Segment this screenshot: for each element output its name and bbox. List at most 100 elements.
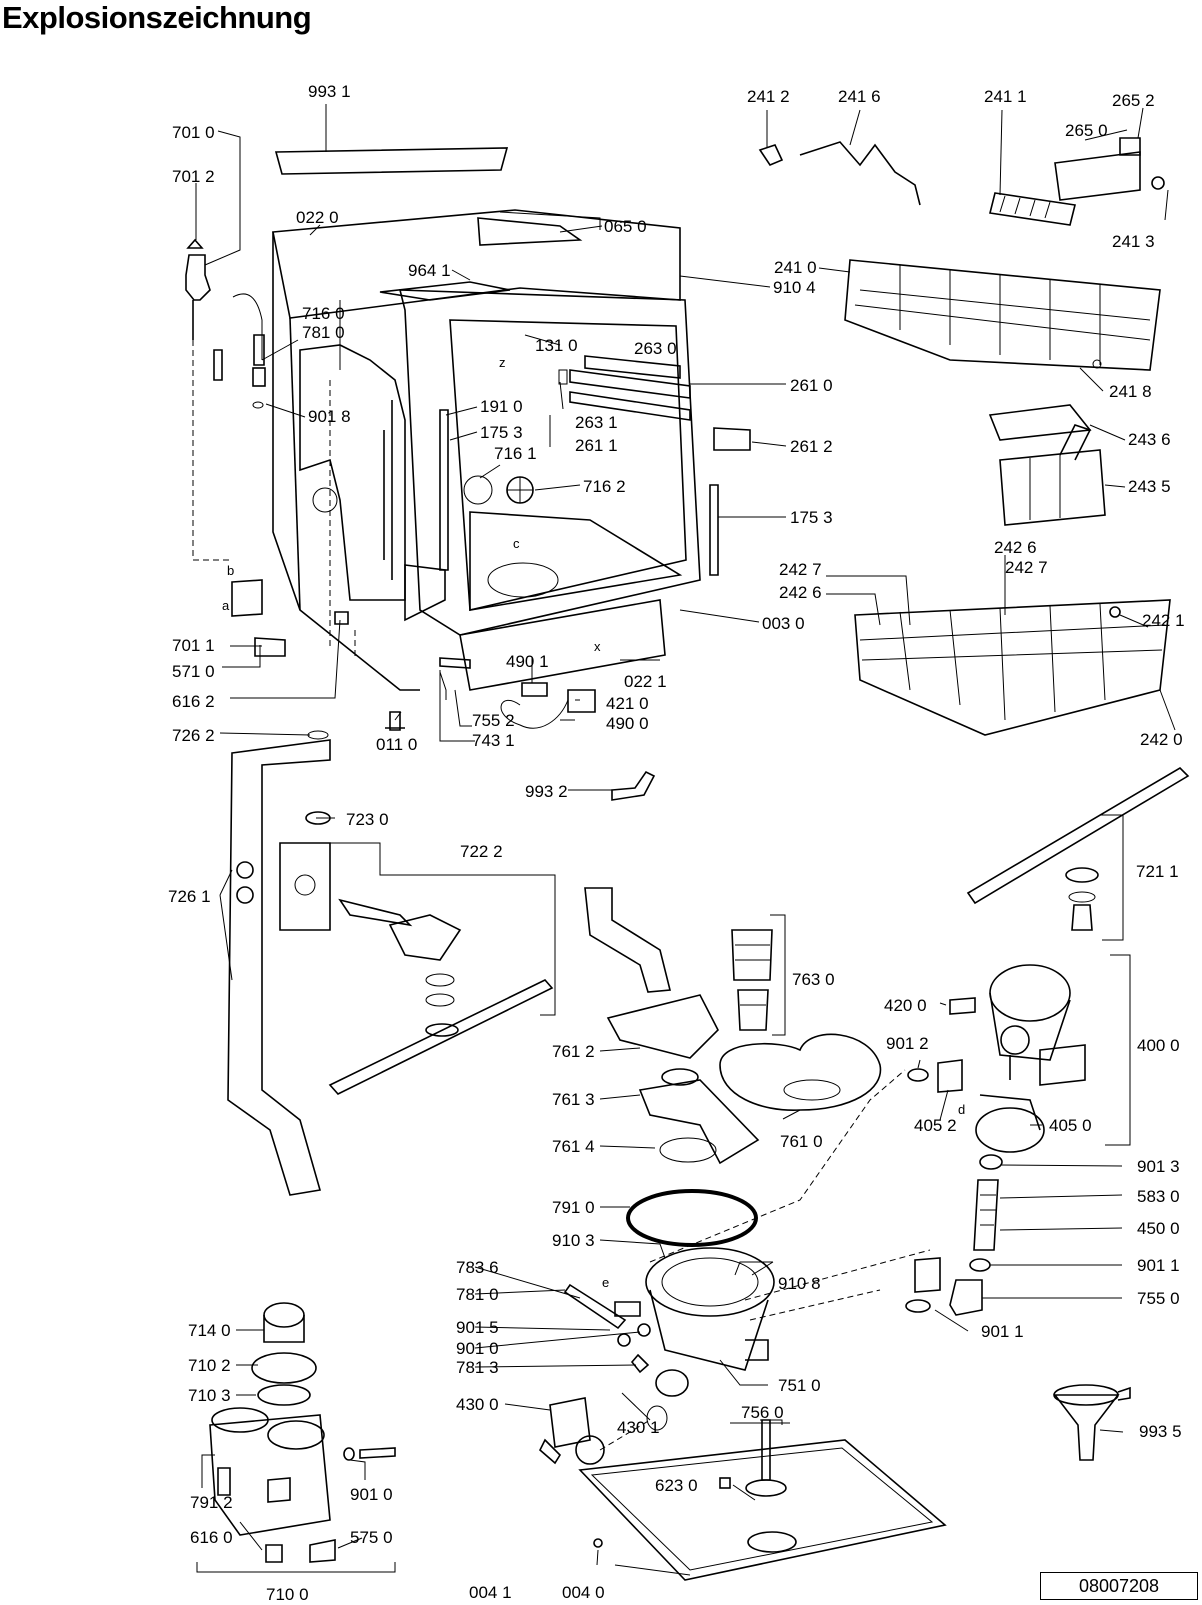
seal-ring-part xyxy=(626,1189,758,1247)
label-241-1: 241 1 xyxy=(984,87,1027,106)
label-743-1: 743 1 xyxy=(472,731,515,750)
label-993-1: 993 1 xyxy=(308,82,351,101)
label-616-2: 616 2 xyxy=(172,692,215,711)
upper-spray-arm-part xyxy=(966,766,1190,905)
label-755-2: 755 2 xyxy=(472,711,515,730)
label-430-1: 430 1 xyxy=(617,1418,660,1437)
label-242-7-left: 242 7 xyxy=(779,560,822,579)
marker-a: a xyxy=(222,598,230,613)
label-241-0: 241 0 xyxy=(774,258,817,277)
label-701-2: 701 2 xyxy=(172,167,215,186)
cutlery-cover-part xyxy=(988,404,1092,441)
label-723-0: 723 0 xyxy=(346,810,389,829)
label-242-0: 242 0 xyxy=(1140,730,1183,749)
label-751-0: 751 0 xyxy=(778,1376,821,1395)
label-721-1: 721 1 xyxy=(1136,862,1179,881)
label-175-3-right: 175 3 xyxy=(790,508,833,527)
label-450-0: 450 0 xyxy=(1137,1219,1180,1238)
label-993-2: 993 2 xyxy=(525,782,568,801)
label-910-4: 910 4 xyxy=(773,278,816,297)
label-616-0: 616 0 xyxy=(190,1528,233,1547)
hose-fitting-part xyxy=(185,254,211,301)
label-490-1: 490 1 xyxy=(506,652,549,671)
label-131-0: 131 0 xyxy=(535,336,578,355)
cup-shelf-part xyxy=(989,192,1076,226)
label-781-3: 781 3 xyxy=(456,1358,499,1377)
label-022-1: 022 1 xyxy=(624,672,667,691)
circulation-pump-part xyxy=(949,964,1086,1153)
base-tray-part xyxy=(578,1439,947,1581)
page-title: Explosionszeichnung xyxy=(2,0,312,35)
nozzle-part xyxy=(279,842,331,931)
marker-b: b xyxy=(227,563,234,578)
label-761-4: 761 4 xyxy=(552,1137,595,1156)
label-261-2: 261 2 xyxy=(790,437,833,456)
label-710-3: 710 3 xyxy=(188,1386,231,1405)
label-783-6: 783 6 xyxy=(456,1258,499,1277)
label-571-0: 571 0 xyxy=(172,662,215,681)
label-716-2: 716 2 xyxy=(583,477,626,496)
label-716-1: 716 1 xyxy=(494,444,537,463)
label-781-0-bottom: 781 0 xyxy=(456,1285,499,1304)
marker-c: c xyxy=(513,536,520,551)
label-763-0: 763 0 xyxy=(792,970,835,989)
label-490-0: 490 0 xyxy=(606,714,649,733)
marker-d: d xyxy=(958,1102,965,1117)
label-065-0: 065 0 xyxy=(604,217,647,236)
pump-housing-part xyxy=(645,1247,775,1431)
label-265-2: 265 2 xyxy=(1112,91,1155,110)
label-755-0: 755 0 xyxy=(1137,1289,1180,1308)
label-004-0: 004 0 xyxy=(562,1583,605,1602)
label-175-3-left: 175 3 xyxy=(480,423,523,442)
label-420-0: 420 0 xyxy=(884,996,927,1015)
filter-part xyxy=(731,929,773,981)
label-901-3: 901 3 xyxy=(1137,1157,1180,1176)
label-242-6-left: 242 6 xyxy=(779,583,822,602)
label-901-1-lower: 901 1 xyxy=(981,1322,1024,1341)
label-781-0-top: 781 0 xyxy=(302,323,345,342)
label-022-0: 022 0 xyxy=(296,208,339,227)
marker-e: e xyxy=(602,1275,609,1290)
label-901-5: 901 5 xyxy=(456,1318,499,1337)
marker-z: z xyxy=(499,355,506,370)
marker-letters: a b c d e x z xyxy=(222,355,965,1290)
document-number-box: 08007208 xyxy=(1040,1572,1198,1600)
label-242-1: 242 1 xyxy=(1142,611,1185,630)
label-710-2: 710 2 xyxy=(188,1356,231,1375)
label-756-0: 756 0 xyxy=(741,1403,784,1422)
lower-rack-part xyxy=(854,599,1171,736)
label-722-2: 722 2 xyxy=(460,842,503,861)
label-701-0: 701 0 xyxy=(172,123,215,142)
marker-x: x xyxy=(594,639,601,654)
label-421-0: 421 0 xyxy=(606,694,649,713)
label-714-0: 714 0 xyxy=(188,1321,231,1340)
cutlery-basket-part xyxy=(999,449,1106,526)
label-405-2: 405 2 xyxy=(914,1116,957,1135)
main-filter-part xyxy=(719,1033,882,1111)
label-623-0: 623 0 xyxy=(655,1476,698,1495)
label-243-6: 243 6 xyxy=(1128,430,1171,449)
label-263-1: 263 1 xyxy=(575,413,618,432)
upper-rack-part xyxy=(844,259,1161,371)
label-004-1: 004 1 xyxy=(469,1583,512,1602)
label-761-0: 761 0 xyxy=(780,1132,823,1151)
label-791-0: 791 0 xyxy=(552,1198,595,1217)
label-400-0: 400 0 xyxy=(1137,1036,1180,1055)
label-430-0: 430 0 xyxy=(456,1395,499,1414)
label-241-3: 241 3 xyxy=(1112,232,1155,251)
label-726-1: 726 1 xyxy=(168,887,211,906)
label-263-0: 263 0 xyxy=(634,339,677,358)
label-265-0: 265 0 xyxy=(1065,121,1108,140)
top-plate-part xyxy=(274,147,509,175)
leader-lines xyxy=(195,104,1176,1576)
label-575-0: 575 0 xyxy=(350,1528,393,1547)
label-993-5: 993 5 xyxy=(1139,1422,1182,1441)
label-241-2: 241 2 xyxy=(747,87,790,106)
supply-tube-part xyxy=(227,739,331,1196)
lower-spray-arm-part xyxy=(328,979,554,1095)
label-261-0: 261 0 xyxy=(790,376,833,395)
label-901-8: 901 8 xyxy=(308,407,351,426)
label-761-3: 761 3 xyxy=(552,1090,595,1109)
drain-pump-part xyxy=(549,1397,591,1448)
